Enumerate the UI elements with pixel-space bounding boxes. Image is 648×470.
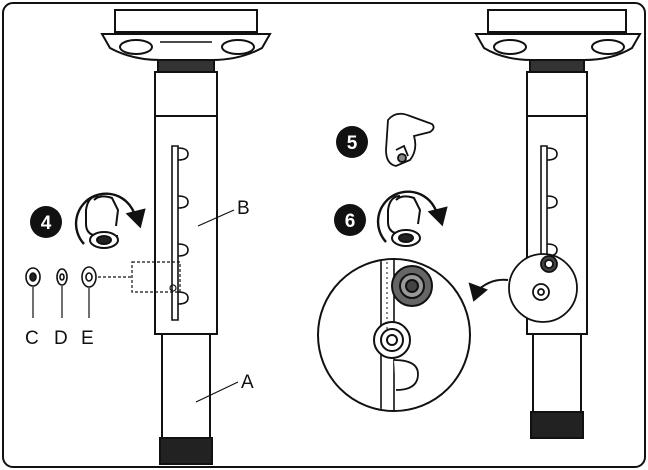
left-pole-assembly xyxy=(100,9,272,465)
step-6-number: 6 xyxy=(345,211,356,232)
hand-knob-tighten-icon xyxy=(85,195,120,249)
zoom-arrow-icon xyxy=(468,278,509,302)
right-end-cap xyxy=(530,411,584,439)
step-5-badge xyxy=(336,126,368,158)
screw-c-icon xyxy=(25,267,41,287)
left-hardware-detail xyxy=(98,261,181,293)
step-6-badge xyxy=(334,204,366,236)
magnified-knob xyxy=(391,265,433,307)
leader-a xyxy=(195,381,239,403)
hand-knob-loosen-icon xyxy=(387,195,422,247)
label-a: A xyxy=(241,372,254,393)
label-e: E xyxy=(81,328,94,349)
label-b: B xyxy=(237,198,250,219)
leader-b xyxy=(197,209,235,227)
magnified-detail xyxy=(317,258,471,412)
washer-d-icon xyxy=(56,268,68,286)
left-collar xyxy=(157,59,215,73)
label-d: D xyxy=(54,328,68,349)
step-4-number: 4 xyxy=(41,213,52,234)
step-5-number: 5 xyxy=(347,133,358,154)
washer-e-icon xyxy=(81,266,97,288)
left-tube-b xyxy=(154,115,218,335)
magnified-washer xyxy=(373,321,411,359)
right-collar xyxy=(529,59,585,73)
hand-pinch-icon xyxy=(385,112,435,167)
rotate-arrow-icon-2 xyxy=(376,190,448,243)
left-ceiling-plate xyxy=(100,9,272,61)
left-end-cap xyxy=(159,437,213,465)
left-upper-tube xyxy=(154,71,218,117)
right-pole-assembly xyxy=(474,9,642,439)
right-upper-tube xyxy=(526,71,588,117)
right-tube-a xyxy=(532,333,582,413)
left-tube-a xyxy=(161,333,211,439)
step-4-badge xyxy=(30,206,62,238)
right-detail-circle xyxy=(508,253,578,323)
rotate-arrow-icon xyxy=(74,192,146,245)
right-ceiling-plate xyxy=(474,9,642,61)
label-c: C xyxy=(25,328,39,349)
